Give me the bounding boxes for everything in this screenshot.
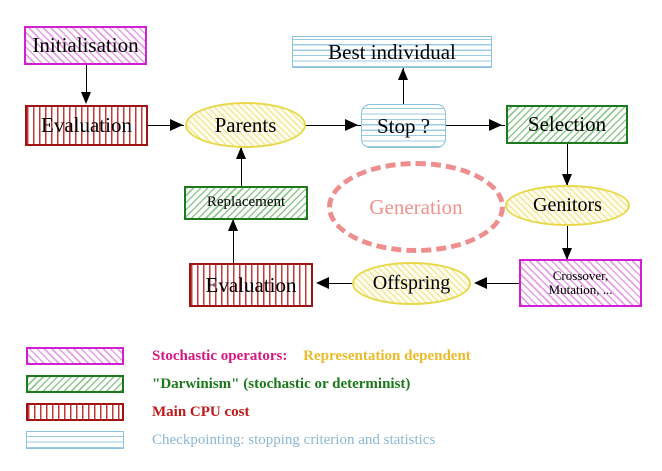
legend-text-cpu: Main CPU cost xyxy=(152,404,250,421)
arrowhead-crossover-to-offspring xyxy=(474,277,487,289)
node-stop[interactable]: Stop ? xyxy=(361,104,446,148)
node-genitors[interactable]: Genitors xyxy=(505,185,630,226)
node-selection-label: Selection xyxy=(527,112,607,137)
connector-parents-to-stop xyxy=(305,125,361,126)
connector-eval-to-replacement xyxy=(233,219,234,264)
legend-text-darwinism: "Darwinism" (stochastic or determinist) xyxy=(152,376,410,393)
node-crossover-mutation[interactable]: Crossover, Mutation, ... xyxy=(519,259,642,307)
legend-swatch-green xyxy=(26,375,124,393)
legend-row-darwinism: "Darwinism" (stochastic or determinist) xyxy=(26,375,410,393)
arrowhead-init-to-eval xyxy=(81,92,91,104)
legend-row-stochastic: Stochastic operators: Representation dep… xyxy=(26,347,471,365)
node-best-individual[interactable]: Best individual xyxy=(292,36,492,68)
node-evaluation-top-label: Evaluation xyxy=(41,113,132,138)
connector-replacement-to-parents xyxy=(241,147,242,187)
connector-stop-to-best xyxy=(403,68,404,106)
connector-genitors-to-crossover xyxy=(567,225,568,261)
node-initialisation-label: Initialisation xyxy=(32,33,139,58)
arrowhead-offspring-to-eval xyxy=(316,277,329,289)
node-evaluation-bottom-label: Evaluation xyxy=(205,272,297,297)
node-crossover-label-line1: Crossover, xyxy=(552,268,609,284)
arrowhead-replacement-to-parents xyxy=(236,147,246,159)
node-offspring[interactable]: Offspring xyxy=(352,262,471,305)
arrowhead-parents-to-stop xyxy=(345,119,358,131)
legend-row-checkpointing: Checkpointing: stopping criterion and st… xyxy=(26,431,435,449)
node-replacement[interactable]: Replacement xyxy=(184,186,308,220)
arrowhead-stop-to-best xyxy=(398,68,408,80)
connector-offspring-to-eval xyxy=(320,283,355,284)
legend-stochastic-secondary: Representation dependent xyxy=(303,347,471,364)
connector-stop-to-selection xyxy=(445,125,505,126)
connector-eval-to-parents xyxy=(148,125,184,126)
node-initialisation[interactable]: Initialisation xyxy=(24,26,147,65)
legend-swatch-blue xyxy=(26,431,124,449)
node-genitors-label: Genitors xyxy=(533,194,602,216)
legend-text-stochastic: Stochastic operators: Representation dep… xyxy=(152,348,471,365)
connector-selection-to-genitors xyxy=(567,143,568,187)
arrowhead-genitors-to-crossover xyxy=(562,248,572,260)
node-replacement-label: Replacement xyxy=(206,194,286,211)
node-crossover-label-line2: Mutation, ... xyxy=(548,282,613,297)
arrowhead-eval-to-parents xyxy=(170,119,183,131)
connector-init-to-eval xyxy=(86,64,87,94)
legend-checkpointing-primary: Checkpointing: stopping criterion and st… xyxy=(152,431,436,448)
node-offspring-label: Offspring xyxy=(372,272,451,294)
legend-stochastic-primary: Stochastic operators: xyxy=(152,347,288,364)
node-parents-label: Parents xyxy=(214,112,277,137)
legend-darwinism-primary: "Darwinism" (stochastic or determinist) xyxy=(152,375,411,392)
arrowhead-eval-to-replacement xyxy=(228,219,238,231)
arrowhead-stop-to-selection xyxy=(489,119,502,131)
connector-crossover-to-offspring xyxy=(478,283,520,284)
node-generation: Generation xyxy=(327,161,505,253)
arrowhead-selection-to-genitors xyxy=(562,174,572,186)
node-best-individual-label: Best individual xyxy=(328,39,456,64)
node-selection[interactable]: Selection xyxy=(506,105,628,144)
node-stop-label: Stop ? xyxy=(376,113,431,138)
legend-cpu-primary: Main CPU cost xyxy=(152,403,250,420)
node-generation-label: Generation xyxy=(369,194,463,219)
node-evaluation-top[interactable]: Evaluation xyxy=(25,105,148,146)
node-parents[interactable]: Parents xyxy=(185,102,306,148)
legend-swatch-magenta xyxy=(26,347,124,365)
legend-text-checkpointing: Checkpointing: stopping criterion and st… xyxy=(152,432,435,449)
legend-swatch-red xyxy=(26,403,124,421)
legend-row-cpu: Main CPU cost xyxy=(26,403,250,421)
node-evaluation-bottom[interactable]: Evaluation xyxy=(189,263,313,307)
